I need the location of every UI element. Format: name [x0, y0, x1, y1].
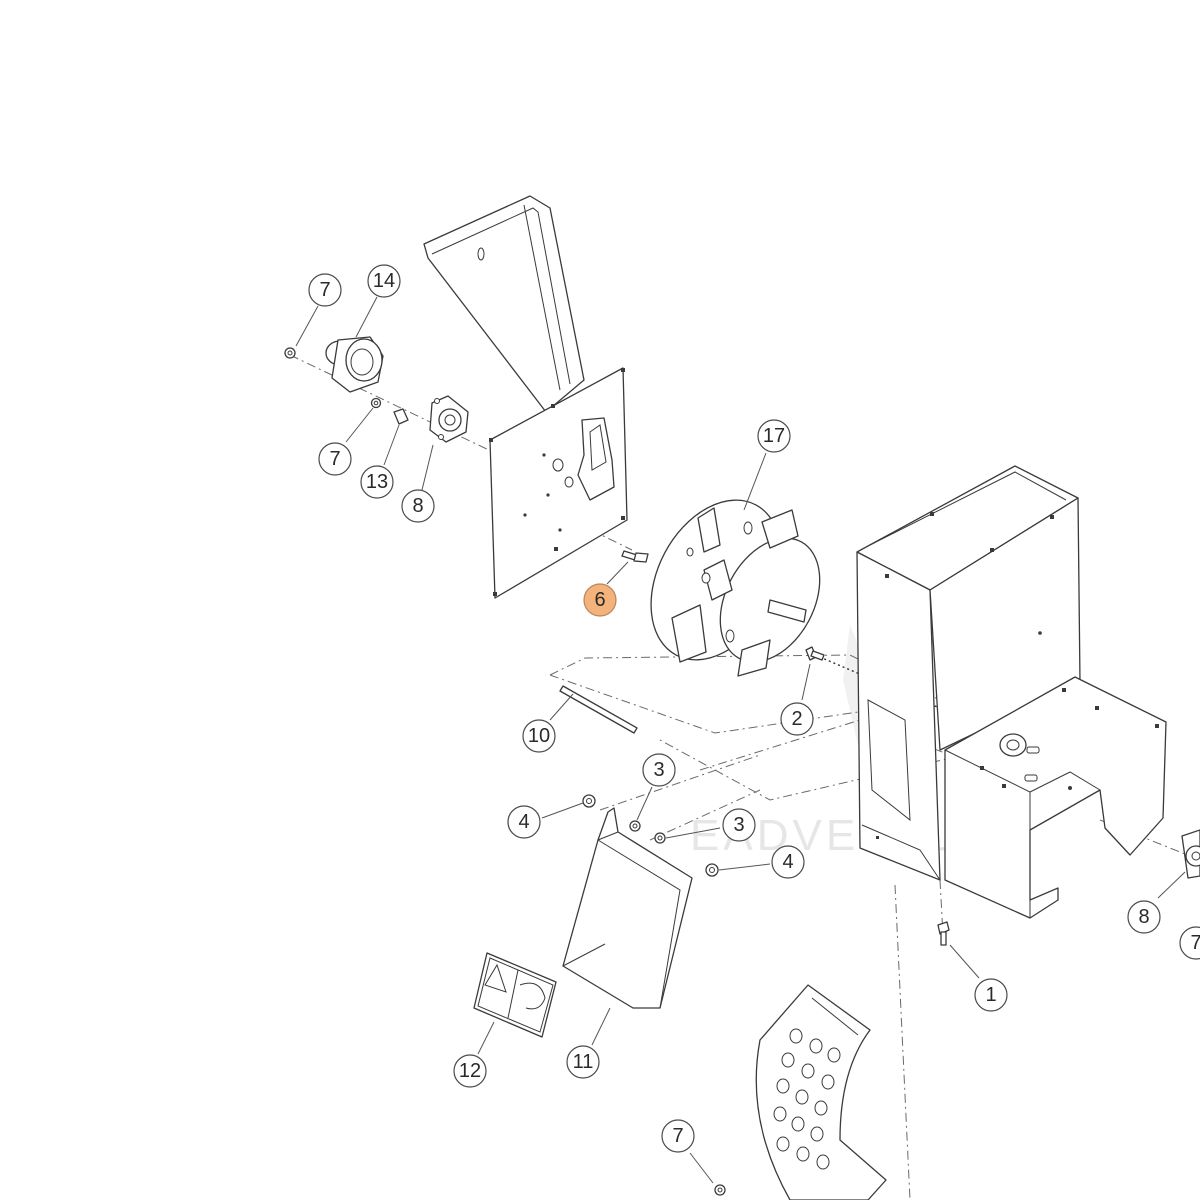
nut-small: [370, 397, 382, 409]
front-plate: [489, 367, 628, 599]
svg-text:8: 8: [1138, 906, 1149, 928]
washer-3-lower: [654, 832, 666, 844]
svg-text:12: 12: [459, 1060, 481, 1082]
svg-text:7: 7: [329, 448, 340, 470]
svg-text:3: 3: [733, 814, 744, 836]
svg-text:14: 14: [373, 270, 395, 292]
flange-bearing-right: [1181, 829, 1200, 879]
callout-10: 10: [522, 719, 556, 753]
callout-17: 17: [757, 419, 791, 453]
callout-7: 7: [661, 1119, 695, 1153]
svg-text:1: 1: [985, 984, 996, 1006]
svg-text:3: 3: [653, 759, 664, 781]
spacer-bushing: [393, 408, 409, 425]
svg-text:7: 7: [1190, 932, 1200, 954]
bolt-6: [621, 550, 649, 563]
nut-bottom: [714, 1184, 726, 1196]
callout-8: 8: [1127, 900, 1161, 934]
nut-4-left: [582, 794, 596, 808]
svg-text:13: 13: [366, 471, 388, 493]
bolt-2: [805, 646, 825, 661]
callout-8: 8: [401, 489, 435, 523]
callout-2: 2: [780, 702, 814, 736]
callout-3: 3: [642, 753, 676, 787]
leader-lines: [295, 296, 1186, 1184]
chute-guard: [562, 807, 693, 1009]
svg-text:11: 11: [573, 1051, 594, 1073]
callout-7: 7: [1179, 926, 1200, 960]
svg-text:7: 7: [672, 1125, 683, 1147]
flange-bearing-left: [429, 395, 469, 443]
callout-4: 4: [771, 845, 805, 879]
callout-7: 7: [308, 273, 342, 307]
nut-4-right: [705, 863, 719, 877]
svg-text:10: 10: [528, 725, 550, 747]
hopper-chute: [423, 195, 585, 413]
svg-text:6: 6: [594, 589, 605, 611]
rotor-assembly: [650, 499, 821, 677]
svg-text:17: 17: [763, 425, 785, 447]
callout-6: 6: [583, 583, 617, 617]
callout-7: 7: [318, 442, 352, 476]
rod-10: [559, 685, 638, 734]
callout-13: 13: [360, 465, 394, 499]
bearing-housing: [325, 336, 384, 393]
svg-text:4: 4: [518, 811, 529, 833]
callout-11: 11: [566, 1045, 600, 1079]
svg-text:8: 8: [412, 495, 423, 517]
callout-4: 4: [507, 805, 541, 839]
nut-top-left: [284, 347, 296, 359]
washer-3-upper: [629, 820, 641, 832]
bolt-1: [937, 921, 950, 946]
warning-decal: [473, 952, 557, 1038]
callout-3: 3: [722, 808, 756, 842]
housing-body: [856, 465, 1081, 881]
callout-1: 1: [974, 978, 1008, 1012]
perforated-cover: [755, 984, 887, 1200]
mounting-bracket: [944, 676, 1167, 919]
svg-text:7: 7: [319, 279, 330, 301]
svg-text:2: 2: [791, 708, 802, 730]
svg-text:4: 4: [782, 851, 793, 873]
callout-14: 14: [367, 264, 401, 298]
callout-12: 12: [453, 1054, 487, 1088]
